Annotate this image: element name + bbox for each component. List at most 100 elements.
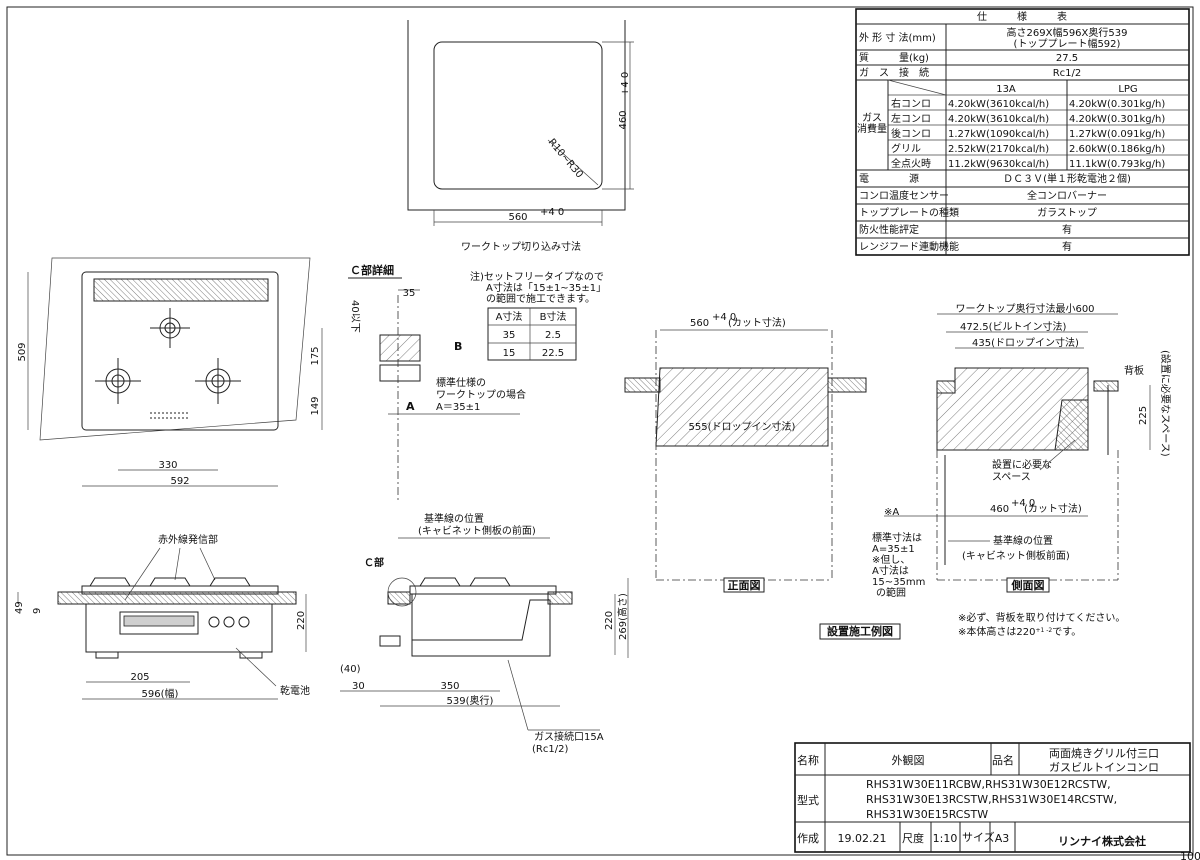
- front-install-caption: 正面図: [728, 578, 761, 592]
- gas-row-label: グリル: [891, 142, 921, 155]
- cutout-caption: ワークトップ切り込み寸法: [461, 240, 581, 253]
- side-c-label: Ｃ部: [364, 556, 384, 569]
- detail-std-3: A＝35±1: [436, 402, 480, 413]
- spec-label-hood: レンジフード連動機能: [859, 240, 959, 253]
- burner-icon: [95, 358, 141, 404]
- side-install-std-3: ※但し、: [872, 554, 910, 566]
- gas-col-lpg: LPG: [1118, 84, 1137, 95]
- burner-icon: [195, 358, 241, 404]
- tb-model-label: 型式: [797, 793, 819, 807]
- top-dim-592: 592: [170, 476, 189, 487]
- detail-std-1: 標準仕様の: [436, 376, 486, 389]
- front-install-view: 560 +4 0 (カット寸法) 555(ドロップイン寸法) 正面図: [624, 312, 867, 593]
- cutout-height-tolerance: +4 0: [620, 72, 631, 96]
- side-install-std-4: A寸法は: [872, 564, 909, 577]
- spec-label-gas-connection: ガ ス 接 続: [859, 66, 929, 79]
- side-ref-2: (キャビネット側板の前面): [418, 524, 536, 537]
- gas-row-13a: 4.20kW(3610kcal/h): [948, 114, 1049, 125]
- cutout-width: 560: [508, 212, 527, 223]
- gas-row-lpg: 11.1kW(0.793kg/h): [1069, 159, 1165, 170]
- gas-col-13a: 13A: [996, 84, 1016, 95]
- spec-value-sensor: 全コンロバーナー: [1027, 189, 1107, 202]
- side-install-ref-2: (キャビネット側板前面): [962, 549, 1070, 562]
- side-dim-220: 220: [604, 611, 615, 630]
- tb-name-value: 外観図: [892, 753, 925, 767]
- front-battery-label: 乾電池: [280, 684, 310, 697]
- side-install-mark-a: ※A: [884, 507, 899, 518]
- tb-scale-value: 1:10: [933, 832, 958, 845]
- tb-product-1: 両面焼きグリル付三口: [1049, 746, 1159, 760]
- gas-row-13a: 1.27kW(1090kcal/h): [948, 129, 1049, 140]
- gas-row-13a: 2.52kW(2170kcal/h): [948, 144, 1049, 155]
- front-dim-220: 220: [296, 611, 307, 630]
- spec-value-hood: 有: [1062, 240, 1072, 253]
- detail-c: Ｃ部詳細 35 40以下 B A 注)セットフリータイプなので A寸法は「15±…: [348, 263, 606, 500]
- detail-table-cell: 22.5: [542, 348, 564, 359]
- gas-row-lpg: 4.20kW(0.301kg/h): [1069, 114, 1165, 125]
- side-install-caption: 側面図: [1011, 578, 1045, 592]
- spec-table: 仕 様 表 外 形 寸 法(mm) 高さ269X幅596X奥行539 (トッププ…: [855, 8, 1190, 256]
- tb-created-value: 19.02.21: [838, 832, 887, 845]
- side-install-dim-460-note: (カット寸法): [1024, 502, 1082, 515]
- tb-scale-label: 尺度: [902, 831, 924, 845]
- tb-product-label: 品名: [992, 753, 1014, 767]
- side-dim-40: (40): [340, 664, 361, 675]
- side-gas-1: ガス接続口15A: [534, 730, 604, 743]
- side-install-std-6: の範囲: [876, 586, 906, 599]
- tb-model: RHS31W30E15RCSTW: [866, 808, 988, 821]
- spec-value-mass: 27.5: [1056, 53, 1078, 64]
- gas-row-lpg: 4.20kW(0.301kg/h): [1069, 99, 1165, 110]
- side-install-dim-460: 460: [990, 504, 1009, 515]
- side-dim-539: 539(奥行): [447, 694, 494, 707]
- side-install-view: ワークトップ奥行寸法最小600 472.5(ビルトイン寸法) 435(ドロップイ…: [819, 302, 1172, 640]
- side-dim-30: 30: [352, 681, 365, 692]
- detail-note-2: A寸法は「15±1~35±1」: [486, 281, 606, 294]
- top-dim-175: 175: [310, 346, 321, 365]
- front-install-dim-560: 560: [690, 318, 709, 329]
- spec-label-mass: 質 量(kg): [859, 51, 929, 64]
- spec-label-sensor: コンロ温度センサー: [859, 189, 949, 202]
- gas-row-label: 後コンロ: [891, 127, 931, 140]
- side-view: 基準線の位置 (キャビネット側板の前面) Ｃ部 220 269(高さ) (40)…: [340, 512, 629, 755]
- sheet-border: [6, 6, 1194, 856]
- side-dim-269: 269(高さ): [616, 593, 629, 640]
- spec-label-topplate: トッププレートの種類: [859, 206, 959, 219]
- spec-value-topplate-type: ガラストップ: [1037, 207, 1097, 219]
- side-gas-2: (Rc1/2): [532, 744, 568, 755]
- side-install-std-5: 15~35mm: [872, 577, 925, 588]
- gas-row-label: 左コンロ: [891, 112, 931, 125]
- gas-row-label: 全点火時: [891, 157, 931, 170]
- tb-model: RHS31W30E11RCBW,RHS31W30E12RCSTW,: [866, 778, 1111, 791]
- front-install-dim-560-note: (カット寸法): [728, 316, 786, 329]
- tb-size-label: サイズ: [962, 830, 995, 844]
- cutout-width-tolerance: +4 0: [540, 207, 564, 218]
- front-ir-label: 赤外線発信部: [158, 533, 218, 546]
- side-install-back-board: 背板: [1124, 364, 1144, 377]
- spec-value-power: ＤＣ３Ｖ(単１形乾電池２個): [1003, 172, 1131, 185]
- detail-table-header: A寸法: [496, 310, 523, 323]
- spec-table-title: 仕 様 表: [977, 10, 1067, 23]
- side-install-space-vertical: (設置に必要なスペース): [1159, 350, 1172, 457]
- side-install-space-2: スペース: [992, 472, 1031, 483]
- gas-group-label-1: ガス: [862, 112, 882, 124]
- burner-icon: [150, 308, 190, 348]
- front-view: 赤外線発信部 49 9 220 205 596(幅) 乾電池: [14, 533, 310, 700]
- top-dim-509: 509: [17, 342, 28, 361]
- detail-table-header: B寸法: [540, 310, 567, 323]
- detail-label-b: B: [454, 340, 462, 353]
- tb-size-value: A3: [995, 832, 1010, 845]
- spec-value-gas-connection: Rc1/2: [1053, 68, 1082, 79]
- install-example-caption: 設置施工例図: [827, 624, 893, 638]
- tb-created-label: 作成: [797, 832, 819, 845]
- front-install-dim-555: 555(ドロップイン寸法): [689, 420, 796, 433]
- spec-label-dimensions: 外 形 寸 法(mm): [859, 31, 936, 44]
- front-install-dim-560-tol: +4 0: [712, 312, 736, 323]
- side-install-dim-435: 435(ドロップイン寸法): [972, 336, 1079, 349]
- spec-value-topplate: (トッププレート幅592): [1014, 37, 1121, 50]
- gas-row-13a: 11.2kW(9630kcal/h): [948, 159, 1049, 170]
- tb-name-label: 名称: [797, 753, 819, 767]
- side-dim-350: 350: [440, 681, 459, 692]
- detail-note-1: 注)セットフリータイプなので: [470, 270, 604, 283]
- side-install-std-1: 標準寸法は: [872, 531, 922, 544]
